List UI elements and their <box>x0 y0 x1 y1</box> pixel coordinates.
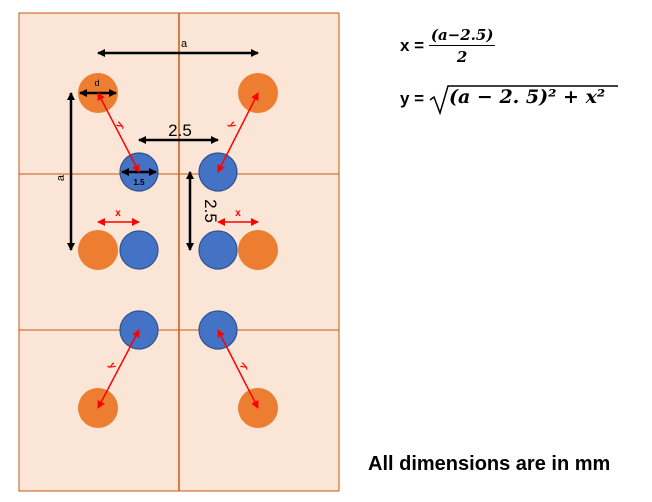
y-arrow-bottom-left <box>97 329 140 409</box>
units-note: All dimensions are in mm <box>368 453 611 475</box>
y-arrow-top-left <box>97 92 140 173</box>
label-y-bottom-left: y <box>106 361 119 371</box>
label-1-5: 1.5 <box>133 178 145 187</box>
sqrt-sign <box>429 85 618 116</box>
label-y-top-right: y <box>226 120 239 130</box>
formula-x-numerator: (a−2.5) <box>428 26 496 46</box>
label-gap-horizontal: 2.5 <box>168 121 192 140</box>
orange-circle <box>238 230 278 270</box>
label-gap-vertical: 2.5 <box>201 199 220 223</box>
blue-circle <box>198 230 238 270</box>
label-a-side: a <box>55 174 67 181</box>
label-x-right: x <box>235 208 241 219</box>
formula-x-lhs: x = <box>400 36 425 55</box>
label-x-left: x <box>115 208 121 219</box>
formula-x: x = (a−2.5) 2 <box>400 26 496 66</box>
formula-y-lhs: y = <box>400 89 425 108</box>
blue-circle <box>119 230 159 270</box>
formula-x-fraction: (a−2.5) 2 <box>428 26 496 66</box>
label-d: d <box>94 78 99 88</box>
y-arrow-top-right <box>217 92 259 173</box>
label-y-top-left: y <box>114 119 127 129</box>
formula-x-denominator: 2 <box>456 48 468 66</box>
orange-circle <box>78 230 118 270</box>
formula-y-rhs: (a − 2. 5)² + x² <box>449 86 606 108</box>
y-arrow-bottom-right <box>217 329 259 409</box>
label-a-top: a <box>181 38 188 50</box>
label-y-bottom-right: y <box>238 360 251 370</box>
